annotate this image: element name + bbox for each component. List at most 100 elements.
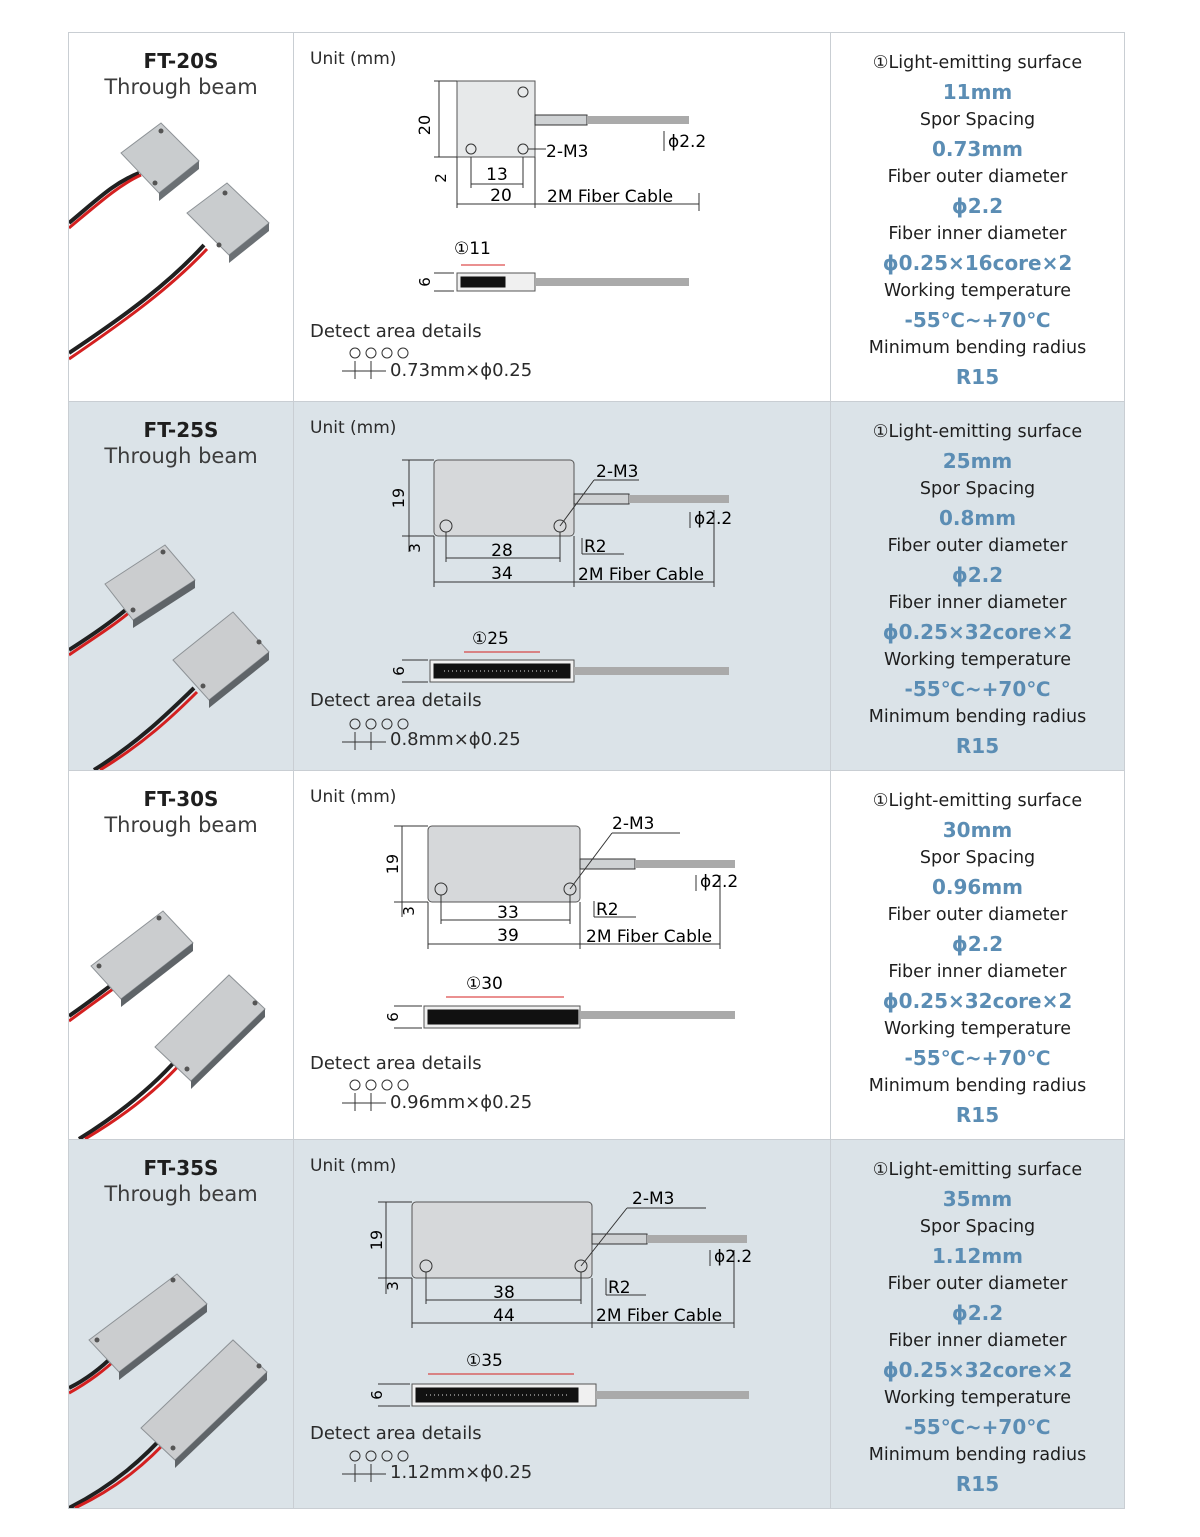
dim-height: 19 [389,488,408,508]
dimension-drawing: 19 3 38 44 2-M3 R2 2M Fiber Cable ϕ2.2 ①… [342,1189,752,1482]
spec-value: ϕ2.2 [951,1300,1004,1325]
dim-thickness: 6 [390,666,408,676]
dim-surface: ①30 [466,974,503,994]
dim-thickness: 6 [384,1012,402,1022]
dim-thickness: 6 [368,1390,386,1400]
product-row-ft-30s: FT-30S Through beam Unit (mm) [69,771,1125,1140]
dim-width: 39 [497,926,519,946]
spec-label: Fiber inner diameter [888,224,1067,244]
product-model: FT-35S [143,1156,219,1180]
spec-value: ϕ0.25×16core×2 [882,250,1073,275]
unit-label: Unit (mm) [310,418,397,438]
unit-label: Unit (mm) [310,49,397,69]
spec-value: ϕ2.2 [951,193,1004,218]
product-cell: FT-30S Through beam [69,771,294,1139]
dim-fiber: ϕ2.2 [714,1247,752,1267]
product-type: Through beam [104,444,258,468]
dim-hole-spacing: 33 [497,903,519,923]
dim-hole-spacing: 13 [486,165,508,185]
spec-label: Working temperature [884,650,1071,670]
product-photo [69,544,270,770]
spec-label: Fiber outer diameter [887,1274,1068,1294]
drawing-cell: Unit (mm) [294,33,831,401]
spec-value: ϕ2.2 [951,562,1004,587]
dim-width: 20 [490,186,512,206]
unit-label: Unit (mm) [310,787,397,807]
detect-area-value: 1.12mm×ϕ0.25 [390,1462,533,1483]
detect-area-value: 0.73mm×ϕ0.25 [390,360,533,381]
spec-label: Minimum bending radius [868,338,1087,358]
dim-thread: 2-M3 [596,462,638,482]
dim-offset: 2 [432,173,450,183]
spec-label: Fiber outer diameter [887,905,1068,925]
dim-cable: 2M Fiber Cable [578,565,704,585]
spec-label: ①Light-emitting surface [872,422,1083,442]
dim-fiber: ϕ2.2 [668,132,706,152]
dim-width: 44 [493,1306,515,1326]
spec-label: ①Light-emitting surface [872,1160,1083,1180]
spec-value: 0.73mm [931,136,1024,161]
spec-value: ϕ0.25×32core×2 [882,619,1073,644]
spec-list: ①Light-emitting surface 11mm Spor Spacin… [831,33,1125,401]
spec-value: 30mm [942,817,1013,842]
spec-label: Fiber inner diameter [888,593,1067,613]
dimension-drawing: 19 3 33 39 2-M3 R2 2M Fiber Cable ϕ2.2 ①… [342,814,738,1111]
spec-label: Working temperature [884,1388,1071,1408]
dim-offset: 3 [406,543,424,553]
detect-area-title: Detect area details [310,690,482,711]
spec-value: 11mm [942,79,1013,104]
spec-value: 25mm [942,448,1013,473]
dim-radius: R2 [584,537,607,557]
dim-width: 34 [491,564,513,584]
dim-offset: 3 [400,906,418,916]
product-photo [69,910,266,1139]
spec-label: Spor Spacing [919,848,1036,868]
dimension-drawing: 20 2 13 20 2-M3 2M Fiber Cable ϕ2.2 ①11 … [342,80,706,379]
detect-area-title: Detect area details [310,1053,482,1074]
dim-radius: R2 [596,900,619,920]
spec-value: R15 [955,1102,1000,1127]
dim-hole-spacing: 28 [491,541,513,561]
product-type: Through beam [104,1182,258,1206]
dim-height: 19 [383,854,402,874]
dim-thread: 2-M3 [546,142,588,162]
spec-label: Spor Spacing [919,1217,1036,1237]
spec-value: -55℃~+70℃ [904,1045,1051,1070]
spec-label: Fiber inner diameter [888,962,1067,982]
detect-area-value: 0.96mm×ϕ0.25 [390,1092,533,1113]
spec-label: Working temperature [884,281,1071,301]
spec-list: ①Light-emitting surface 30mm Spor Spacin… [831,771,1125,1139]
dim-fiber: ϕ2.2 [700,872,738,892]
detect-area-title: Detect area details [310,1423,482,1444]
detect-area-title: Detect area details [310,321,482,342]
spec-label: Spor Spacing [919,110,1036,130]
product-model: FT-25S [143,418,219,442]
spec-list: ①Light-emitting surface 25mm Spor Spacin… [831,402,1125,770]
dim-height: 19 [367,1230,386,1250]
product-cell: FT-20S Through beam [69,33,294,401]
product-cell: FT-35S Through beam [69,1140,294,1508]
dim-radius: R2 [608,1278,631,1298]
spec-value: -55℃~+70℃ [904,307,1051,332]
dim-thread: 2-M3 [632,1189,674,1209]
dimension-drawing: 19 3 28 34 2-M3 R2 2M Fiber Cable ϕ2.2 ①… [342,459,732,750]
dim-thread: 2-M3 [612,814,654,834]
product-photo [69,122,270,361]
product-type: Through beam [104,75,258,99]
detect-area-value: 0.8mm×ϕ0.25 [390,729,521,750]
unit-label: Unit (mm) [310,1156,397,1176]
product-type: Through beam [104,813,258,837]
spec-label: Fiber outer diameter [887,167,1068,187]
spec-list: ①Light-emitting surface 35mm Spor Spacin… [831,1140,1125,1508]
spec-label: Working temperature [884,1019,1071,1039]
dim-cable: 2M Fiber Cable [547,187,673,207]
spec-label: ①Light-emitting surface [872,53,1083,73]
product-cell: FT-25S Through beam [69,402,294,770]
dim-cable: 2M Fiber Cable [596,1306,722,1326]
spec-value: 0.96mm [931,874,1024,899]
spec-label: Minimum bending radius [868,707,1087,727]
product-model: FT-30S [143,787,219,811]
spec-label: Fiber inner diameter [888,1331,1067,1351]
dim-surface: ①11 [454,239,491,259]
spec-value: 35mm [942,1186,1013,1211]
